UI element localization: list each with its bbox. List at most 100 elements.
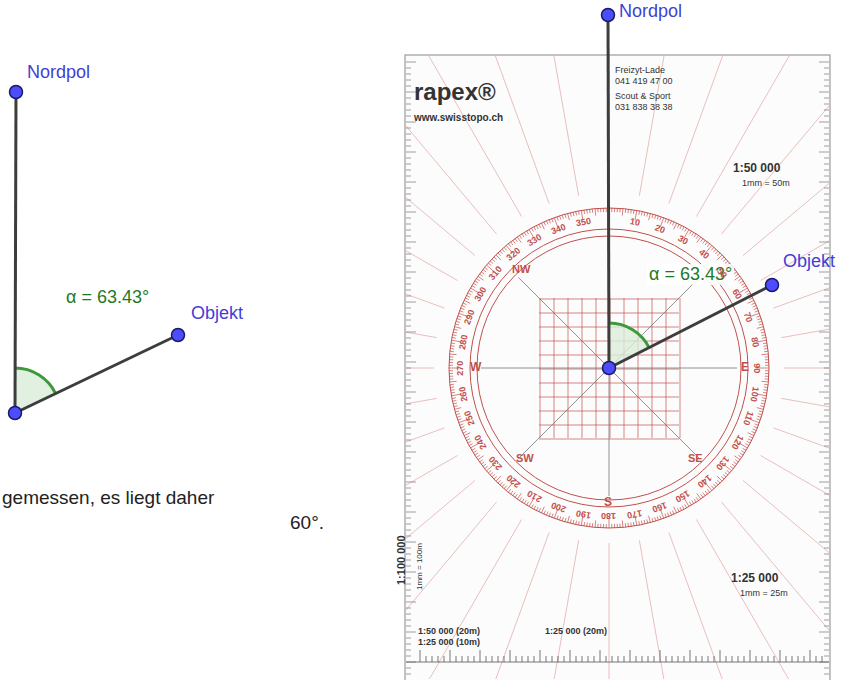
degree-tick <box>625 523 626 527</box>
degree-tick <box>449 370 453 371</box>
ruler-tick <box>406 206 411 207</box>
degree-tick <box>589 209 590 213</box>
degree-tick <box>732 464 735 466</box>
ruler-tick <box>804 656 805 662</box>
degree-tick <box>617 524 618 528</box>
degree-tick <box>740 281 743 283</box>
ruler-tick <box>654 656 655 662</box>
degree-number: 260 <box>457 385 470 402</box>
degree-number: 90 <box>752 363 762 373</box>
point-label: Objekt <box>783 251 835 272</box>
ruler-tick <box>819 542 829 543</box>
degree-tick <box>586 210 588 214</box>
degree-tick <box>485 466 488 469</box>
ruler-tick <box>824 176 829 177</box>
compass-letter: NW <box>512 263 530 276</box>
ruler-tick <box>420 650 421 662</box>
ruler-tick <box>406 326 411 327</box>
degree-tick <box>685 504 687 507</box>
radial-line <box>773 224 829 308</box>
degree-tick <box>649 213 651 220</box>
ruler-tick <box>824 554 829 555</box>
ruler-tick <box>824 530 829 531</box>
ruler-tick <box>824 416 829 417</box>
degree-tick <box>740 453 743 455</box>
ruler-tick <box>406 74 411 75</box>
point <box>9 407 22 420</box>
degree-tick <box>633 210 635 214</box>
degree-tick <box>494 257 497 260</box>
degree-tick <box>473 283 476 285</box>
ruler-tick <box>824 548 829 549</box>
ruler-tick <box>406 80 411 81</box>
degree-tick <box>752 303 756 305</box>
ruler-tick <box>824 674 829 675</box>
ruler-tick <box>824 644 829 645</box>
degree-tick <box>546 221 548 225</box>
ruler-tick <box>406 572 416 573</box>
degree-tick <box>490 472 493 475</box>
degree-tick <box>625 209 626 213</box>
degree-tick <box>614 524 615 528</box>
point <box>172 329 185 342</box>
ruler-tick <box>406 356 411 357</box>
ruler-tick <box>824 248 829 249</box>
ruler-tick <box>522 656 523 662</box>
ruler-tick <box>406 632 416 633</box>
ruler-tick <box>600 650 601 662</box>
ruler-tick <box>406 602 416 603</box>
ruler-tick <box>762 656 763 662</box>
degree-tick <box>452 397 456 399</box>
ruler-tick <box>738 656 739 662</box>
degree-tick <box>552 219 553 223</box>
degree-tick <box>454 408 461 410</box>
ruler-tick <box>486 656 487 662</box>
degree-tick <box>450 387 454 388</box>
point-label: Nordpol <box>27 62 90 83</box>
degree-tick <box>498 253 501 256</box>
radial-line <box>406 295 437 338</box>
ruler-tick <box>824 410 829 411</box>
ruler-tick <box>824 80 829 81</box>
ruler-tick <box>406 146 411 147</box>
degree-tick <box>638 521 640 525</box>
degree-tick <box>757 416 761 417</box>
degree-tick <box>552 514 553 518</box>
degree-tick <box>692 500 694 503</box>
degree-tick <box>453 403 457 405</box>
radial-line <box>406 398 437 441</box>
degree-tick <box>760 329 764 331</box>
degree-tick <box>517 493 521 499</box>
degree-tick <box>761 403 765 405</box>
degree-tick <box>735 274 738 276</box>
degree-tick <box>667 513 668 517</box>
degree-tick <box>755 311 759 312</box>
ruler-tick <box>406 302 416 303</box>
degree-tick <box>741 451 744 453</box>
degree-tick <box>568 213 570 220</box>
degree-tick <box>655 517 656 521</box>
ruler-tick <box>824 98 829 99</box>
ray-line <box>15 92 16 413</box>
ruler-tick <box>564 656 565 662</box>
ruler-tick <box>824 620 829 621</box>
degree-tick <box>488 263 491 266</box>
degree-tick <box>741 283 744 285</box>
degree-tick <box>476 279 479 281</box>
ruler-tick <box>824 278 829 279</box>
degree-tick <box>753 429 757 431</box>
degree-tick <box>560 516 561 520</box>
ruler-tick <box>406 398 411 399</box>
degree-tick <box>570 213 572 217</box>
ruler-tick <box>534 656 535 662</box>
degree-tick <box>743 448 746 450</box>
degree-tick <box>630 522 632 526</box>
point-label: Objekt <box>191 303 243 324</box>
ruler-tick <box>540 650 541 662</box>
degree-tick <box>524 500 526 503</box>
degree-tick <box>665 219 666 223</box>
degree-tick <box>464 300 470 303</box>
radial-line <box>406 428 445 512</box>
degree-tick <box>536 507 538 511</box>
ruler-tick <box>406 350 411 351</box>
